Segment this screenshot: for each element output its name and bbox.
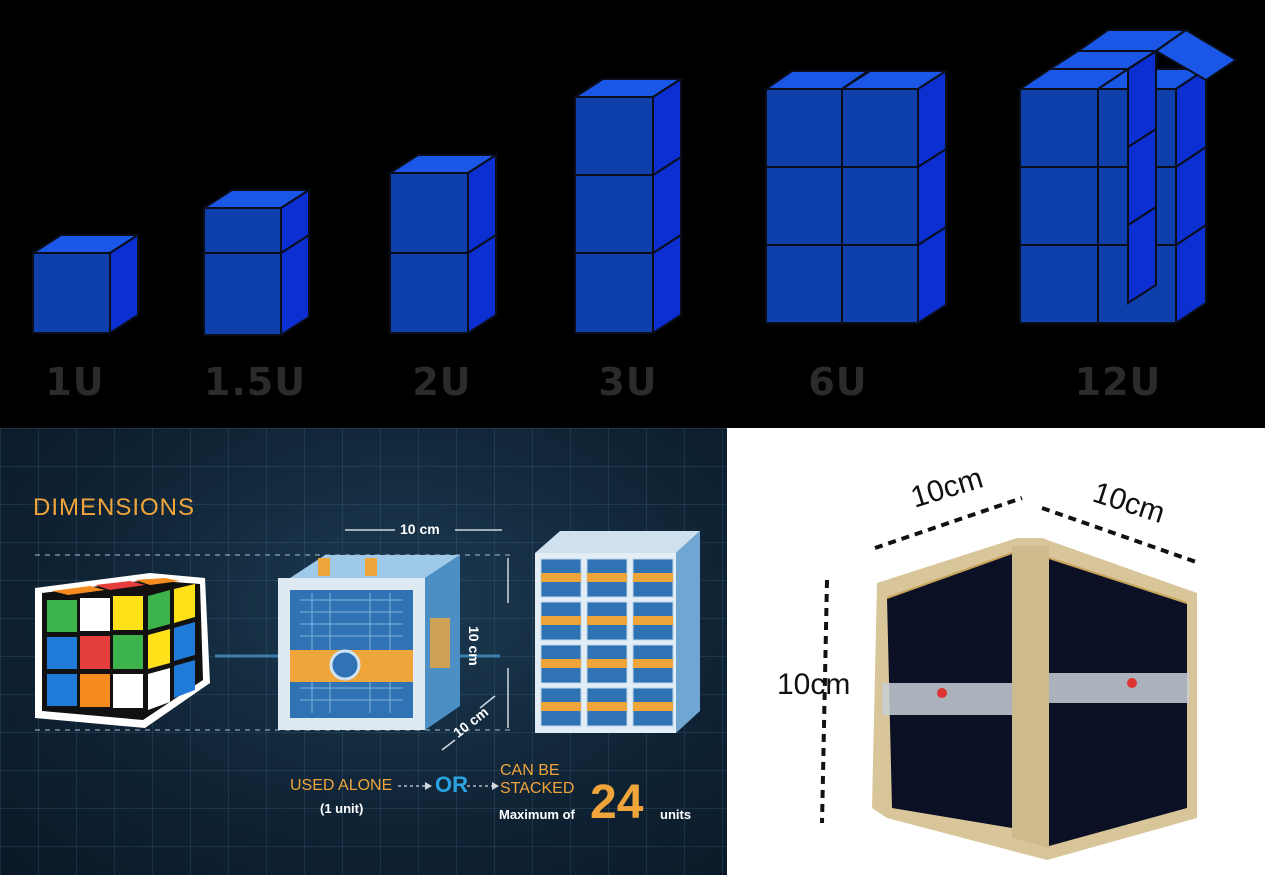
cube-6u-left-0-front xyxy=(765,244,843,324)
width-dimension-label: 10 cm xyxy=(400,521,440,537)
dimensions-title: DIMENSIONS xyxy=(33,494,196,521)
size-label-12u: 12U xyxy=(1074,360,1162,404)
cube-6u-left-top xyxy=(762,70,872,90)
cube-12u-left-2-front xyxy=(1019,88,1099,168)
cube-3u-middle-front xyxy=(574,174,654,254)
stack-panel-band xyxy=(587,573,627,582)
cubesat-photo-drawing xyxy=(820,496,1200,860)
cube-1-5u-top-front xyxy=(203,207,282,254)
stack-panel-band xyxy=(541,659,581,668)
size-label-6u: 6U xyxy=(808,360,868,404)
rubiks-cube-illustration xyxy=(35,573,210,728)
stack-panel-band xyxy=(541,616,581,625)
cube-6u-left-1-front xyxy=(765,166,843,246)
cube-3u-bottom-front xyxy=(574,252,654,334)
units-label: units xyxy=(660,807,692,822)
stack-panel-band xyxy=(587,702,627,711)
cube-6u-right-1-front xyxy=(841,166,919,246)
one-unit-label: (1 unit) xyxy=(320,801,364,816)
stack-panel-band xyxy=(633,659,673,668)
cubesat-photo-panel: 10cm 10cm 10cm xyxy=(727,428,1265,875)
single-cubesat-illustration xyxy=(278,555,460,730)
cube-1-5u-bottom-front xyxy=(203,252,282,336)
size-label-1-5u: 1.5U xyxy=(203,360,307,404)
dimensions-infographic: DIMENSIONS 10 cm 10 cm 10 cm USED ALONE … xyxy=(0,428,727,875)
cube-3u-top-front xyxy=(574,96,654,176)
stack-panel-band xyxy=(587,659,627,668)
cubes-diagram xyxy=(29,28,1238,337)
height-dimension-label: 10 cm xyxy=(466,626,482,666)
stack-panel-band xyxy=(633,702,673,711)
stack-panel-band xyxy=(587,616,627,625)
cube-6u-right-0-front xyxy=(841,244,919,324)
size-label-2u: 2U xyxy=(412,360,472,404)
stack-panel-band xyxy=(541,702,581,711)
stacked-label: STACKED xyxy=(500,780,575,797)
cube-3u-top-side xyxy=(652,77,682,177)
cube-6u-left-2-front xyxy=(765,88,843,168)
cube-2u-bottom-front xyxy=(389,252,469,334)
cube-12u-left-0-front xyxy=(1019,244,1099,324)
photo-height-label: 10cm xyxy=(777,668,851,701)
cubesat-sizes-panel: 1U 1.5U 2U 3U 6U 12U xyxy=(0,0,1265,428)
used-alone-label: USED ALONE xyxy=(290,777,393,794)
cube-1u-side xyxy=(109,233,139,335)
cube-12u-left-1-front xyxy=(1019,166,1099,246)
infographic-drawing xyxy=(35,529,700,790)
stack-panel-band xyxy=(633,573,673,582)
max-units-number: 24 xyxy=(590,776,644,829)
can-be-label: CAN BE xyxy=(500,762,560,779)
size-label-1u: 1U xyxy=(45,360,105,404)
stack-panel-band xyxy=(633,616,673,625)
cube-2u-top-side xyxy=(467,153,497,255)
cube-6u-right-2-front xyxy=(841,88,919,168)
cube-1u-front xyxy=(32,252,111,334)
stack-panel-band xyxy=(541,573,581,582)
or-label: OR xyxy=(435,772,468,797)
cube-6u-right-2-side xyxy=(917,69,947,169)
cubesat-photo xyxy=(872,538,1197,860)
cube-2u-top-front xyxy=(389,172,469,254)
maximum-of-label: Maximum of xyxy=(499,807,575,822)
size-label-3u: 3U xyxy=(598,360,658,404)
cube-12u-top-right xyxy=(1154,28,1238,82)
